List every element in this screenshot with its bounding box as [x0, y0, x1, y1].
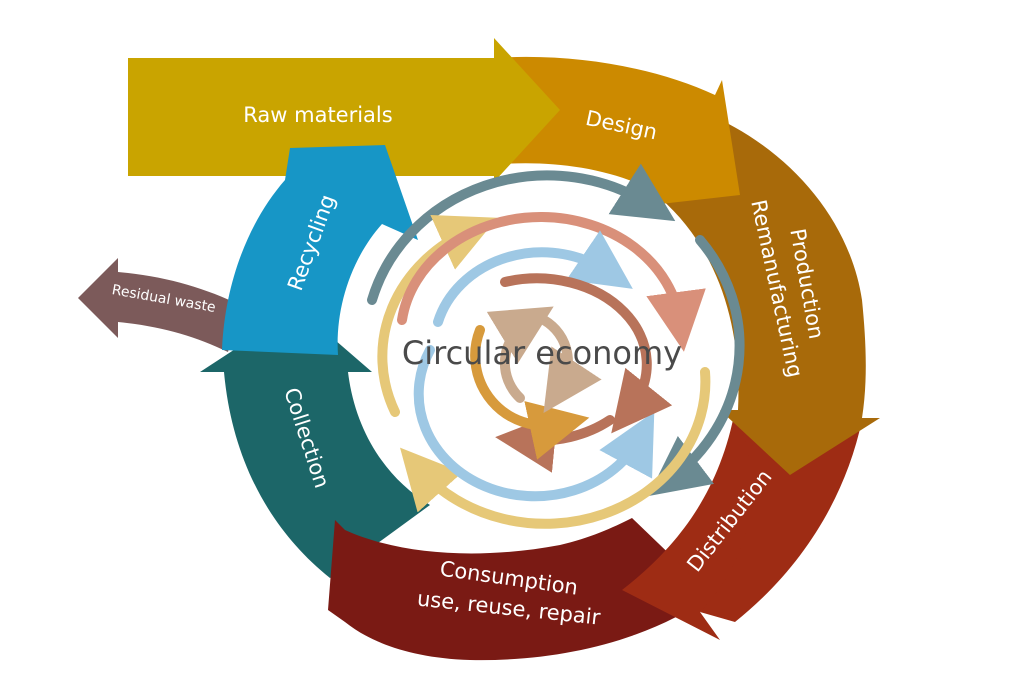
raw-materials-label: Raw materials: [243, 103, 392, 127]
collection-arrow: [200, 308, 430, 578]
residual-waste-arrow: [78, 258, 240, 352]
inner-loops: [367, 163, 745, 529]
center-label: Circular economy: [402, 334, 682, 372]
raw-materials-arrow: [128, 38, 560, 182]
consumption-arrow: [328, 518, 712, 661]
production-arrow: [660, 115, 880, 475]
recycling-arrow: [222, 145, 418, 355]
distribution-arrow: [622, 410, 790, 640]
distribution-arrow-body: [700, 410, 862, 622]
